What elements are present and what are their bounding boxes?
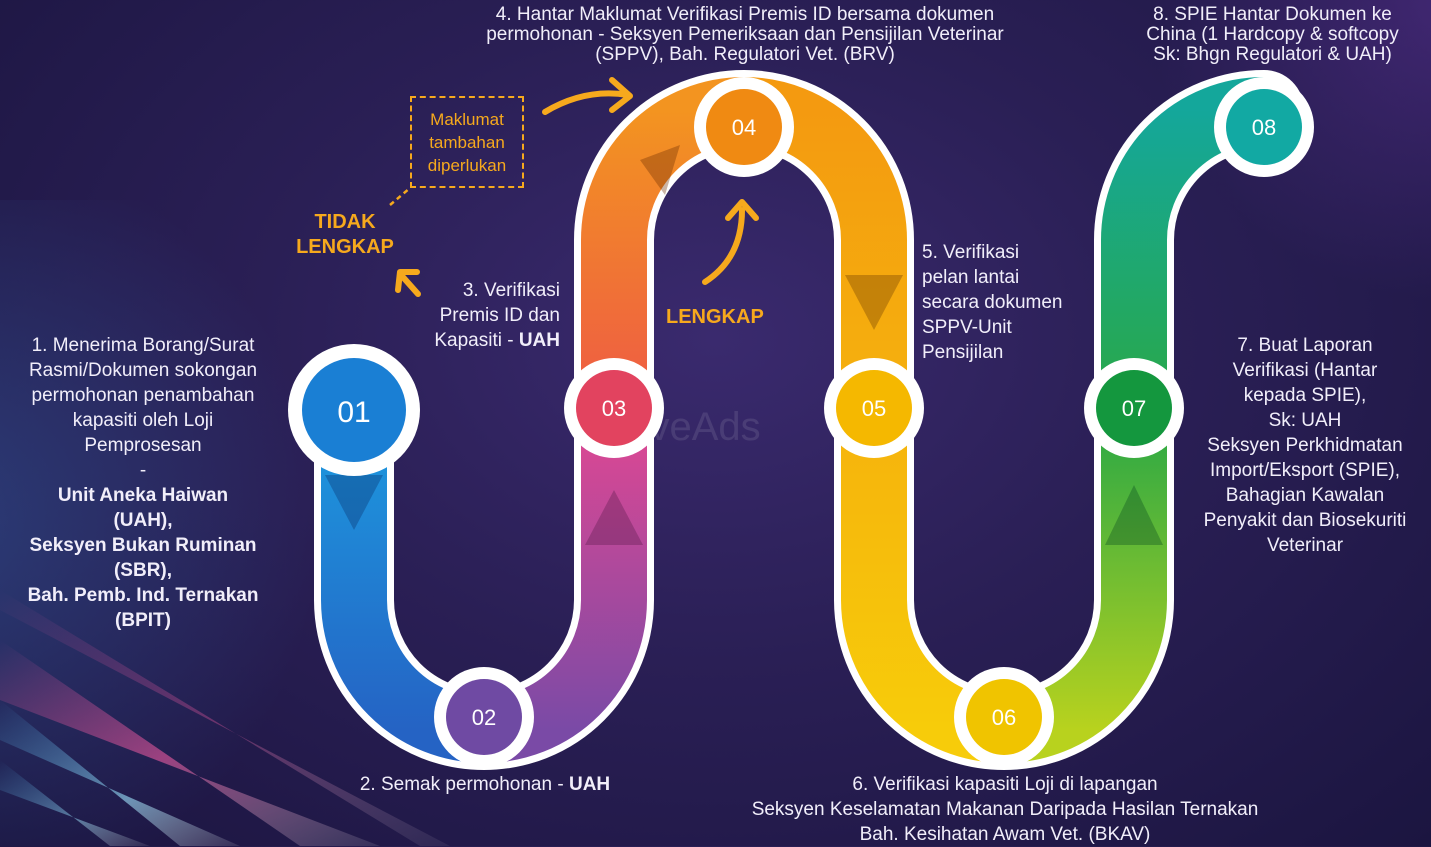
node-07: 07 xyxy=(1084,358,1184,458)
step-5-text: 5. Verifikasi pelan lantai secara dokume… xyxy=(922,242,1063,363)
node-07-label: 07 xyxy=(1122,396,1146,421)
step-1-text: 1. Menerima Borang/Surat Rasmi/Dokumen s… xyxy=(27,335,259,631)
arrow-tidak-lengkap-head-icon xyxy=(395,269,420,293)
step-3-text: 3. Verifikasi Premis ID dan Kapasiti - U… xyxy=(434,280,560,351)
arrow-to-04-head-icon xyxy=(609,77,633,113)
node-05-label: 05 xyxy=(862,396,886,421)
direction-arrows xyxy=(325,145,1163,545)
dashed-connector xyxy=(389,187,411,206)
arrow-lengkap-icon xyxy=(702,207,745,285)
node-04: 04 xyxy=(694,77,794,177)
arrow-to-04-icon xyxy=(542,90,631,115)
step-6-text: 6. Verifikasi kapasiti Loji di lapangan … xyxy=(751,774,1259,845)
node-01-label: 01 xyxy=(337,396,370,429)
node-02: 02 xyxy=(434,667,534,767)
node-03: 03 xyxy=(564,358,664,458)
tidak-lengkap-label: TIDAK LENGKAP xyxy=(296,211,394,258)
node-06: 06 xyxy=(954,667,1054,767)
node-08-label: 08 xyxy=(1252,115,1276,140)
maklumat-tambahan-box: Maklumat tambahan diperlukan xyxy=(410,96,524,188)
step-2-text: 2. Semak permohonan - UAH xyxy=(359,774,611,795)
node-01: 01 xyxy=(288,344,420,476)
node-08: 08 xyxy=(1214,77,1314,177)
lengkap-label: LENGKAP xyxy=(666,306,764,328)
step-7-text: 7. Buat Laporan Verifikasi (Hantar kepad… xyxy=(1203,335,1407,556)
node-05: 05 xyxy=(824,358,924,458)
node-04-label: 04 xyxy=(732,115,756,140)
branch-arrows xyxy=(395,77,759,297)
step-8-text: 8. SPIE Hantar Dokumen ke China (1 Hardc… xyxy=(1146,4,1399,65)
node-03-label: 03 xyxy=(602,396,626,421)
step-4-text: 4. Hantar Maklumat Verifikasi Premis ID … xyxy=(486,4,1004,65)
node-02-label: 02 xyxy=(472,705,496,730)
arrow-tidak-lengkap-icon xyxy=(399,273,421,297)
arrow-lengkap-head-icon xyxy=(725,199,759,221)
node-06-label: 06 xyxy=(992,705,1016,730)
